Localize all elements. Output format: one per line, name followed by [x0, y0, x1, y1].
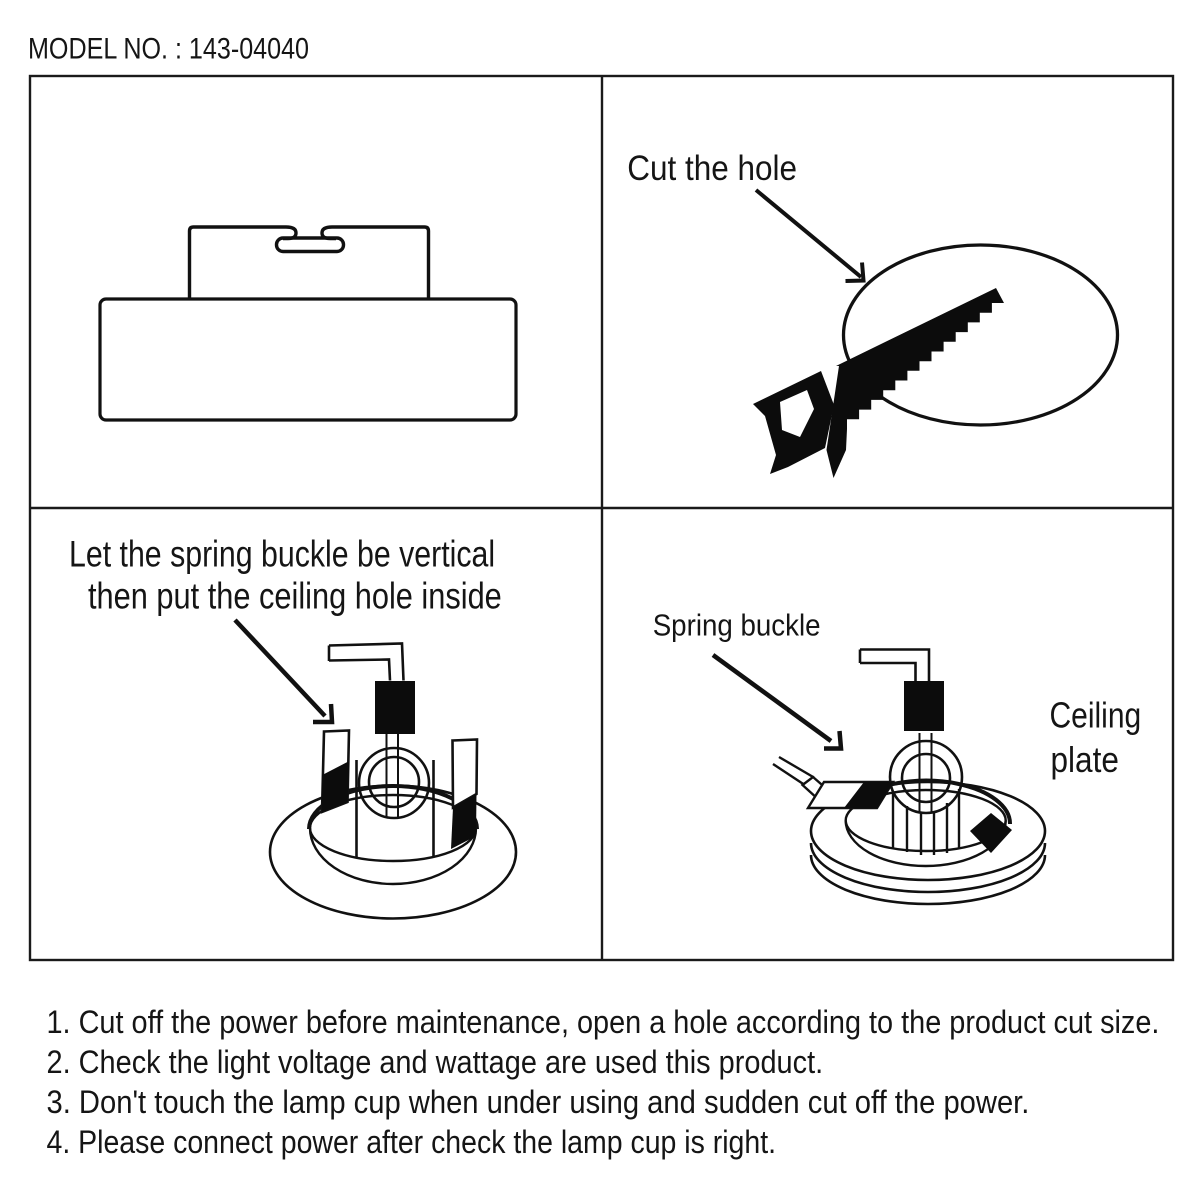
svg-text:Ceiling: Ceiling — [1050, 696, 1142, 736]
svg-text:3. Don't touch the lamp cup wh: 3. Don't touch the lamp cup when under u… — [47, 1085, 1030, 1121]
svg-text:1. Cut off the power before ma: 1. Cut off the power before maintenance,… — [47, 1005, 1160, 1041]
svg-text:plate: plate — [1051, 740, 1119, 781]
svg-text:Let the spring buckle be verti: Let the spring buckle be vertical — [69, 535, 495, 575]
svg-text:Spring buckle: Spring buckle — [653, 609, 821, 642]
svg-text:MODEL NO. : 143-04040: MODEL NO. : 143-04040 — [28, 31, 309, 64]
svg-text:2. Check the light voltage and: 2. Check the light voltage and wattage a… — [47, 1045, 824, 1081]
svg-text:4. Please connect power after: 4. Please connect power after check the … — [47, 1126, 777, 1161]
svg-text:Cut the hole: Cut the hole — [627, 149, 797, 188]
svg-text:then put the ceiling hole insi: then put the ceiling hole inside — [88, 576, 502, 617]
